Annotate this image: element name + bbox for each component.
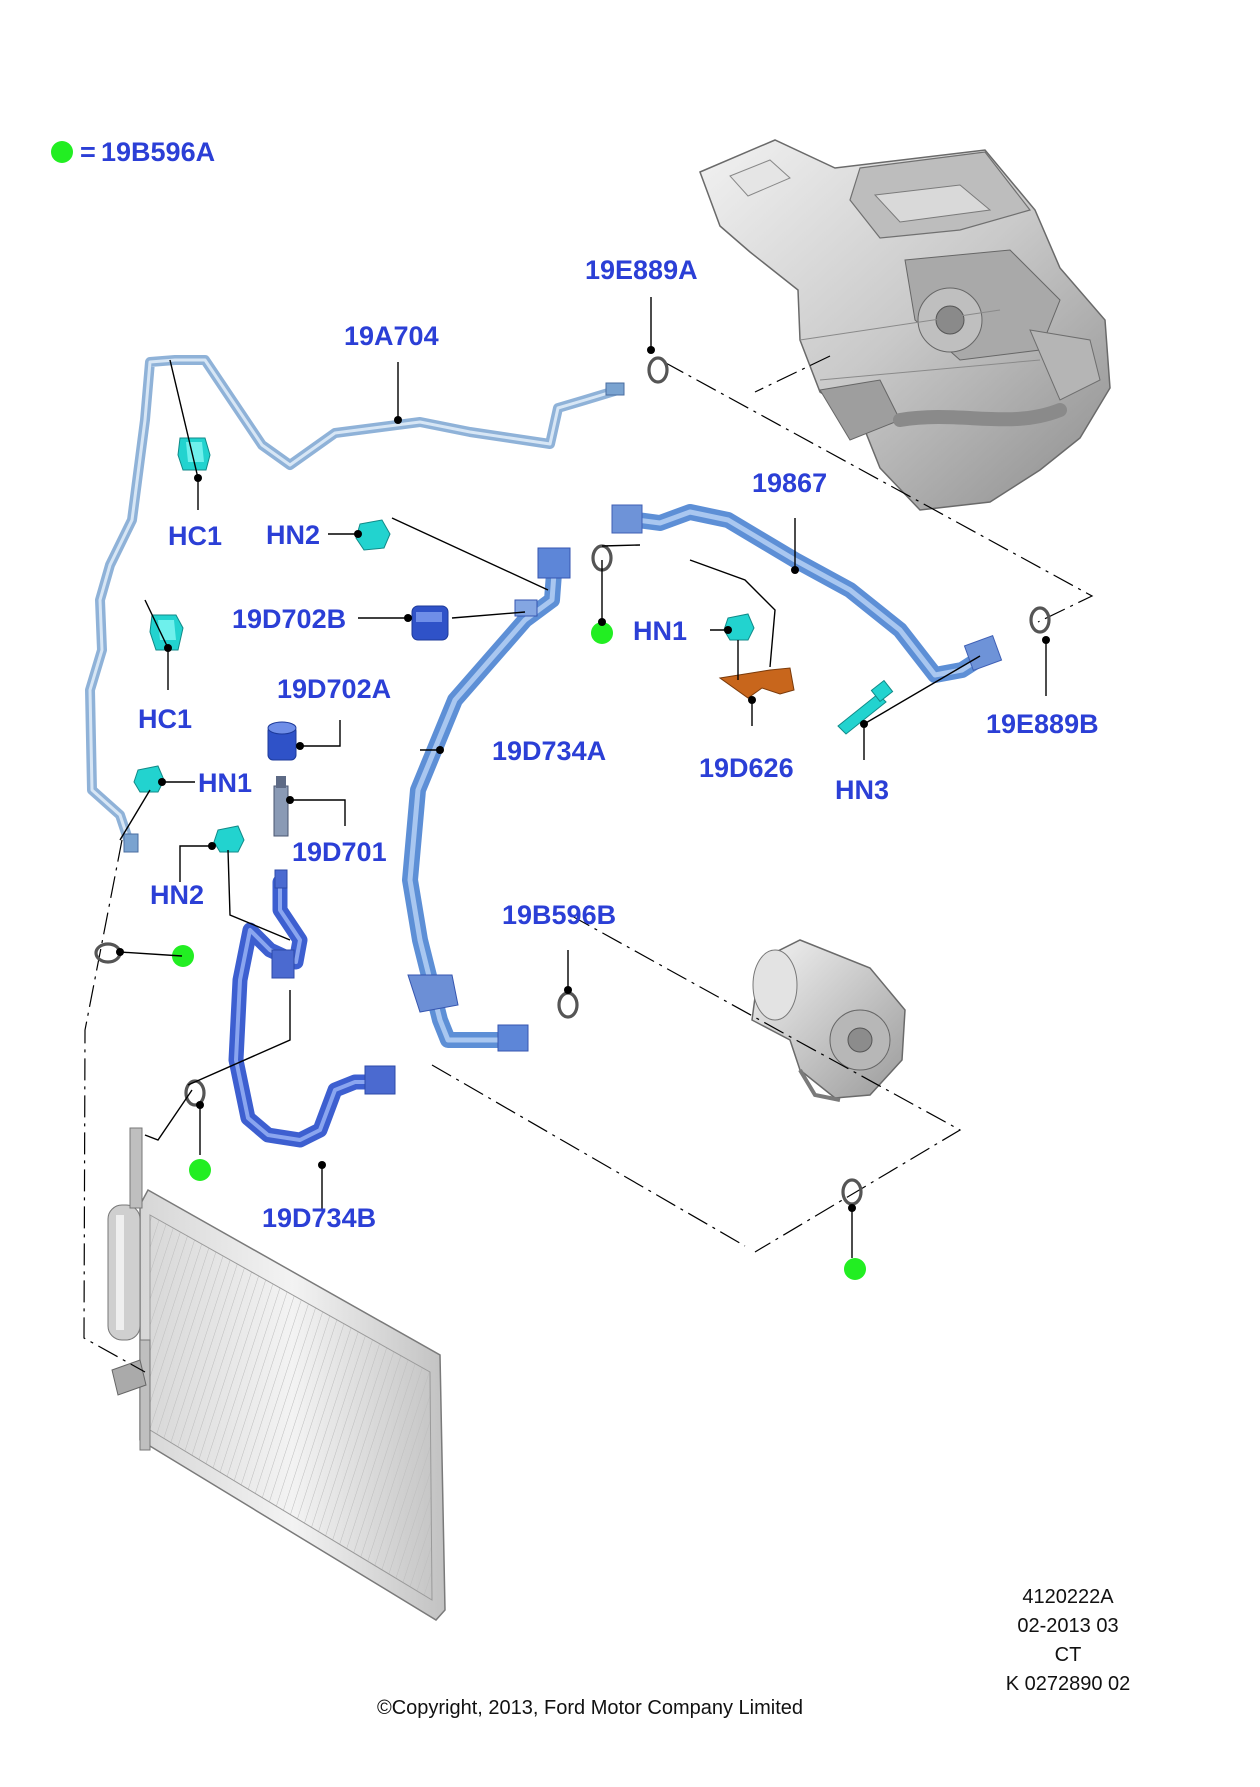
caps-and-valves [267, 605, 449, 837]
bracket-19D626 [718, 667, 795, 699]
part-labels: 19E889A 19A704 HC1 HN2 19867 19D702B HN1… [138, 255, 1099, 1233]
label-19D702A: 19D702A [277, 674, 391, 704]
label-19867: 19867 [752, 468, 827, 498]
meta-region-code: CT [1055, 1644, 1082, 1666]
label-HC1-top: HC1 [168, 521, 222, 551]
label-HN1-left: HN1 [198, 768, 252, 798]
seal-compressor [841, 1178, 863, 1206]
nut-HN1-left [133, 765, 165, 793]
green-marker [172, 945, 194, 967]
label-HN2-top: HN2 [266, 520, 320, 550]
label-19E889B: 19E889B [986, 709, 1099, 739]
label-HN2-left: HN2 [150, 880, 204, 910]
valve-19D701 [273, 776, 289, 837]
legend-text: 19B596A [101, 137, 215, 167]
leader-lines [116, 297, 1050, 1258]
green-marker [591, 622, 613, 644]
label-19D626: 19D626 [699, 753, 794, 783]
seal-19E889A [647, 356, 669, 384]
copyright-notice: ©Copyright, 2013, Ford Motor Company Lim… [377, 1697, 803, 1719]
condenser-image [107, 1127, 446, 1621]
label-19D702B: 19D702B [232, 604, 346, 634]
clip-HC1-top [177, 437, 211, 471]
label-19D734A: 19D734A [492, 736, 606, 766]
pipe-19A704 [85, 355, 625, 853]
nut-HN2-left [213, 825, 245, 853]
label-19B596B: 19B596B [502, 900, 616, 930]
cap-19D702A [267, 721, 297, 761]
green-marker [844, 1258, 866, 1280]
label-19D701: 19D701 [292, 837, 387, 867]
hvac-unit-image [699, 139, 1111, 511]
dash-dot-guides [83, 355, 1094, 1373]
pipe-19D734B [228, 869, 396, 1148]
seal-19E889B [1029, 606, 1051, 634]
green-seal-markers [172, 622, 866, 1280]
meta-diagram-number: 4120222A [1022, 1586, 1114, 1608]
meta-date-code: 02-2013 03 [1017, 1615, 1118, 1637]
legend: = 19B596A [51, 137, 215, 167]
diagram-meta: 4120222A 02-2013 03 CT K 0272890 02 ©Cop… [377, 1586, 1130, 1719]
cap-19D702B [411, 605, 449, 641]
compressor-image [751, 939, 906, 1102]
bolt-HN3 [837, 679, 894, 735]
label-19E889A: 19E889A [585, 255, 698, 285]
pipe-19867 [611, 504, 1003, 683]
label-HN1-right: HN1 [633, 616, 687, 646]
meta-reference-code: K 0272890 02 [1006, 1673, 1131, 1695]
nut-HN2-top [355, 519, 391, 551]
label-HC1-bottom: HC1 [138, 704, 192, 734]
clips [133, 437, 894, 853]
pipe-19D734A [402, 547, 571, 1052]
green-marker [189, 1159, 211, 1181]
seal-19B596B [557, 991, 579, 1019]
label-19A704: 19A704 [344, 321, 439, 351]
legend-seal-marker [51, 141, 73, 163]
label-HN3: HN3 [835, 775, 889, 805]
legend-equals: = [80, 137, 96, 167]
seal-19D734B [184, 1079, 206, 1107]
label-19D734B: 19D734B [262, 1203, 376, 1233]
